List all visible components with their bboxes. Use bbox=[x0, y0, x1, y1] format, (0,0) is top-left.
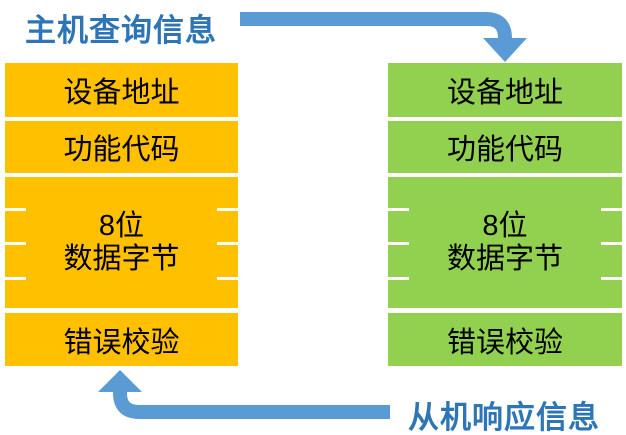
table-row-device-address: 设备地址 bbox=[388, 63, 622, 117]
slave-response-frame-table: 设备地址 功能代码 8位 数据字节 错误校验 bbox=[388, 63, 622, 366]
byte-divider-notch bbox=[217, 277, 238, 280]
byte-divider-notch bbox=[601, 242, 622, 245]
query-flow-arrow-icon bbox=[240, 12, 527, 62]
byte-divider-notch bbox=[5, 277, 26, 280]
table-row-function-code: 功能代码 bbox=[388, 121, 622, 173]
response-arrowhead bbox=[98, 370, 142, 392]
byte-divider-notch bbox=[5, 242, 26, 245]
table-row-data-bytes: 8位 数据字节 bbox=[388, 177, 622, 308]
query-arrowhead bbox=[483, 38, 527, 62]
table-row-function-code: 功能代码 bbox=[5, 121, 238, 173]
table-row-error-check: 错误校验 bbox=[5, 313, 238, 366]
byte-divider-notch bbox=[601, 208, 622, 211]
byte-divider-notch bbox=[388, 208, 409, 211]
byte-divider-notch bbox=[5, 208, 26, 211]
table-row-data-bytes: 8位 数据字节 bbox=[5, 177, 238, 308]
byte-divider-notch bbox=[388, 277, 409, 280]
cell-label: 错误校验 bbox=[63, 326, 180, 359]
cell-label-line2: 数据字节 bbox=[63, 242, 180, 275]
byte-divider-notch bbox=[601, 277, 622, 280]
host-query-title: 主机查询信息 bbox=[25, 13, 217, 48]
byte-divider-notch bbox=[217, 208, 238, 211]
query-arrow-shaft bbox=[240, 12, 512, 40]
byte-divider-notch bbox=[217, 242, 238, 245]
byte-divider-notch bbox=[388, 242, 409, 245]
host-query-frame-table: 设备地址 功能代码 8位 数据字节 错误校验 bbox=[5, 63, 238, 366]
table-row-error-check: 错误校验 bbox=[388, 313, 622, 366]
cell-label-line1: 8位 bbox=[98, 209, 145, 242]
cell-label: 设备地址 bbox=[446, 77, 563, 109]
cell-label-line1: 8位 bbox=[482, 209, 528, 242]
cell-label: 功能代码 bbox=[446, 134, 563, 166]
response-arrow-shaft bbox=[113, 391, 390, 419]
response-flow-arrow-icon bbox=[98, 370, 390, 419]
cell-label: 功能代码 bbox=[63, 134, 180, 166]
cell-label: 错误校验 bbox=[446, 326, 563, 359]
table-row-device-address: 设备地址 bbox=[5, 63, 238, 117]
cell-label: 设备地址 bbox=[63, 77, 180, 109]
slave-response-title: 从机响应信息 bbox=[408, 400, 600, 435]
cell-label-line2: 数据字节 bbox=[446, 242, 563, 275]
